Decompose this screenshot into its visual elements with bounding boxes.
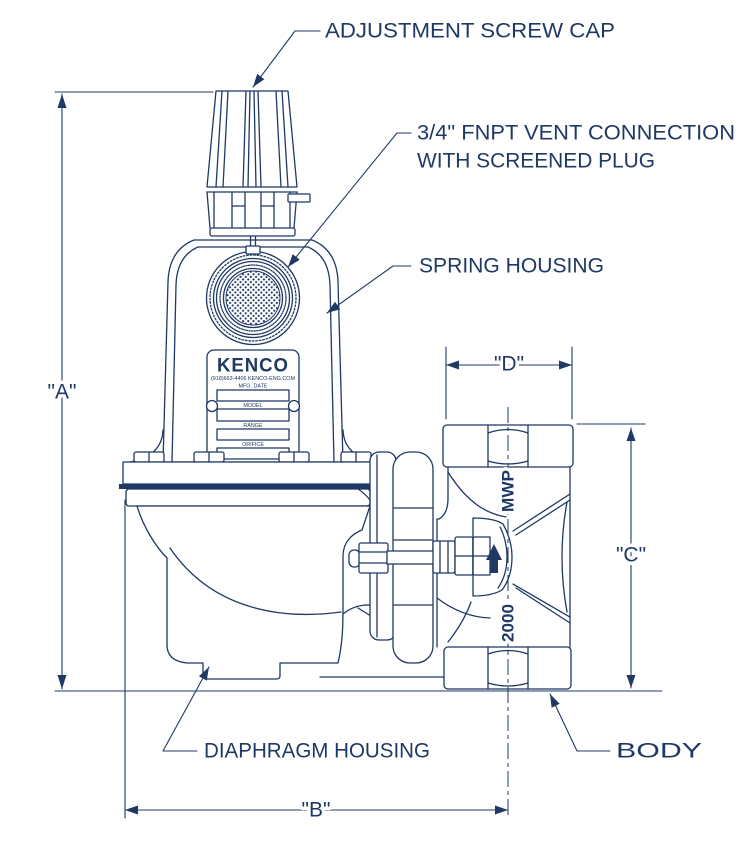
cap-skirt-ribs (213, 191, 291, 229)
rivet-left (205, 399, 219, 413)
text-ring (219, 264, 287, 332)
mwp-marking: MWP (499, 470, 518, 512)
knurl-ring (209, 254, 297, 342)
brand-logo: KENCO (217, 356, 289, 377)
body-casting-lines (436, 471, 571, 643)
dim-d: "D" (494, 353, 524, 376)
union-stud (348, 536, 474, 576)
flow-arrow-icon (486, 544, 502, 560)
cap-lock-tab (287, 193, 311, 203)
callouts: ADJUSTMENT SCREW CAP 3/4" FNPT VENT CONN… (162, 20, 735, 763)
label-vent-line1: 3/4" FNPT VENT CONNECTION (417, 122, 735, 145)
dim-c: "C" (616, 544, 646, 567)
leader-arrow-body (550, 694, 560, 708)
diaphragm-flange (119, 451, 381, 507)
label-vent-line2: WITH SCREENED PLUG (417, 150, 655, 173)
stud-nut (432, 540, 456, 574)
vent-screen (205, 245, 301, 346)
nameplate-mfg-date: MFG. DATE (239, 384, 268, 390)
rating-marking: 2000 (499, 604, 518, 642)
flange-bolts (133, 451, 372, 463)
label-diaphragm-housing: DIAPHRAGM HOUSING (204, 740, 430, 763)
label-spring-housing: SPRING HOUSING (419, 255, 604, 278)
dimension-lines: "A" "D" "C" "B" (44, 91, 663, 825)
diaphragm-gasket (119, 484, 381, 489)
label-adjustment-screw-cap: ADJUSTMENT SCREW CAP (325, 20, 615, 43)
cap-flutes (215, 90, 289, 188)
adjustment-screw-cap (206, 90, 311, 252)
dim-b: "B" (302, 799, 331, 822)
rivet-right (287, 399, 301, 413)
nameplate-range: RANGE (243, 423, 263, 429)
nameplate-contact: (918)663-4406 KENCO-ENG.COM (211, 376, 296, 382)
label-body: BODY (616, 740, 702, 763)
leader-arrow-vent (288, 254, 300, 267)
dim-a: "A" (48, 381, 77, 404)
nameplate-orifice: ORIFICE (242, 442, 264, 448)
screen-mesh (225, 270, 281, 326)
leader-arrow-spring-housing (327, 301, 341, 313)
leader-arrow-diaphragm (198, 667, 209, 681)
leader-arrow-cap (253, 73, 265, 87)
mwp-pad (472, 517, 513, 597)
nameplate-model: MODEL (243, 403, 262, 409)
stud-hex-cap (358, 542, 389, 574)
nameplate: KENCO (918)663-4406 KENCO-ENG.COM MFG. D… (205, 349, 301, 463)
